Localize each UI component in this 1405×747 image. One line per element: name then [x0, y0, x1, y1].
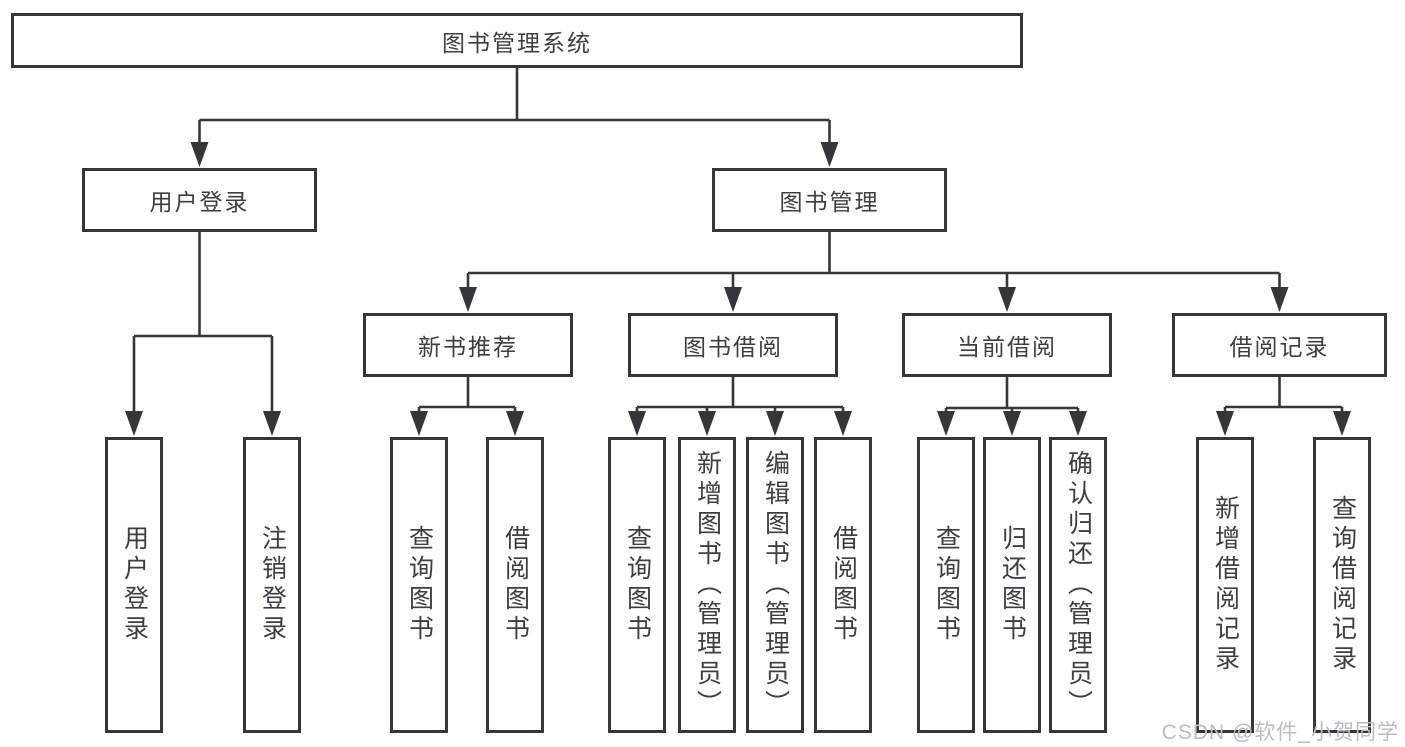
node-current-borrowing-label: 当前借阅: [957, 334, 1057, 360]
leaf-query-book-recommend-label: 查询图书: [405, 525, 434, 645]
node-borrowing-records: 借阅记录: [1172, 313, 1387, 377]
node-book-management: 图书管理: [712, 168, 947, 232]
leaf-query-book-current-label: 查询图书: [932, 525, 961, 645]
leaf-add-borrow-record-label: 新增借阅记录: [1211, 495, 1240, 675]
leaf-edit-book-admin: 编辑图书（管理员）: [746, 437, 804, 733]
leaf-add-book-admin-label: 新增图书（管理员）: [693, 450, 722, 720]
node-user-login-label: 用户登录: [149, 189, 250, 215]
node-root: 图书管理系统: [11, 13, 1023, 68]
node-root-label: 图书管理系统: [442, 29, 592, 56]
leaf-return-book: 归还图书: [983, 437, 1041, 733]
leaf-edit-book-admin-label: 编辑图书（管理员）: [761, 450, 790, 720]
leaf-logout-label: 注销登录: [258, 525, 287, 645]
leaf-user-login-label: 用户登录: [120, 525, 149, 645]
leaf-query-book-recommend: 查询图书: [390, 437, 448, 733]
node-new-book-recommend: 新书推荐: [363, 313, 573, 377]
leaf-query-book-current: 查询图书: [917, 437, 975, 733]
leaf-query-book-borrowing: 查询图书: [608, 437, 666, 733]
leaf-query-borrow-record-label: 查询借阅记录: [1328, 495, 1357, 675]
leaf-confirm-return-admin-label: 确认归还（管理员）: [1064, 450, 1093, 720]
node-new-book-recommend-label: 新书推荐: [418, 334, 518, 360]
csdn-watermark: CSDN @软件_小贺同学: [1161, 721, 1399, 744]
leaf-add-book-admin: 新增图书（管理员）: [678, 437, 736, 733]
leaf-logout: 注销登录: [243, 437, 301, 733]
leaf-query-book-borrowing-label: 查询图书: [623, 525, 652, 645]
node-book-borrowing-label: 图书借阅: [683, 334, 783, 360]
leaf-borrow-book-label: 借阅图书: [829, 525, 858, 645]
node-user-login: 用户登录: [82, 168, 317, 232]
leaf-return-book-label: 归还图书: [998, 525, 1027, 645]
leaf-borrow-book: 借阅图书: [814, 437, 872, 733]
leaf-add-borrow-record: 新增借阅记录: [1196, 437, 1254, 733]
leaf-user-login: 用户登录: [105, 437, 163, 733]
leaf-borrow-book-recommend-label: 借阅图书: [501, 525, 530, 645]
node-book-management-label: 图书管理: [779, 189, 880, 215]
node-current-borrowing: 当前借阅: [902, 313, 1112, 377]
node-book-borrowing: 图书借阅: [628, 313, 838, 377]
leaf-borrow-book-recommend: 借阅图书: [486, 437, 544, 733]
leaf-query-borrow-record: 查询借阅记录: [1313, 437, 1371, 733]
leaf-confirm-return-admin: 确认归还（管理员）: [1049, 437, 1107, 733]
node-borrowing-records-label: 借阅记录: [1229, 334, 1330, 360]
